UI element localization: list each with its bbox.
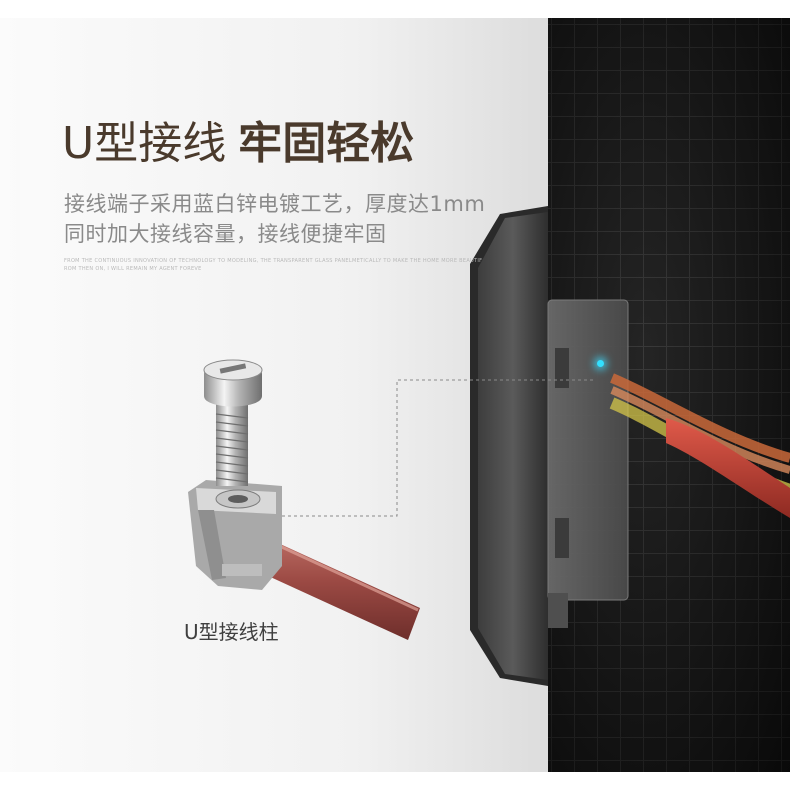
description-line-2: 同时加大接线容量，接线便捷牢固 bbox=[64, 222, 387, 246]
fine-print-line-1: FROM THE CONTINUOUS INNOVATION OF TECHNO… bbox=[64, 258, 483, 264]
product-illustration bbox=[188, 206, 790, 686]
description-line-1: 接线端子采用蓝白锌电镀工艺，厚度达1mm bbox=[64, 192, 486, 216]
terminal-label: U型接线柱 bbox=[184, 620, 279, 644]
socket-panel-illustration bbox=[470, 206, 629, 686]
grid-background bbox=[548, 18, 790, 772]
fine-print-line-2: ROM THEN ON, I WILL REMAIN MY AGENT FORE… bbox=[64, 266, 202, 272]
callout-line bbox=[282, 379, 596, 517]
page-title: U型接线牢固轻松 bbox=[62, 122, 414, 166]
title-part-2: 牢固轻松 bbox=[238, 118, 415, 169]
indicator-led bbox=[597, 360, 604, 367]
product-banner: U型接线牢固轻松 接线端子采用蓝白锌电镀工艺，厚度达1mm 同时加大接线容量，接… bbox=[0, 18, 790, 772]
socket-wires bbox=[609, 373, 790, 518]
title-part-1: U型接线 bbox=[62, 118, 227, 169]
terminal-screw-illustration bbox=[188, 359, 282, 590]
